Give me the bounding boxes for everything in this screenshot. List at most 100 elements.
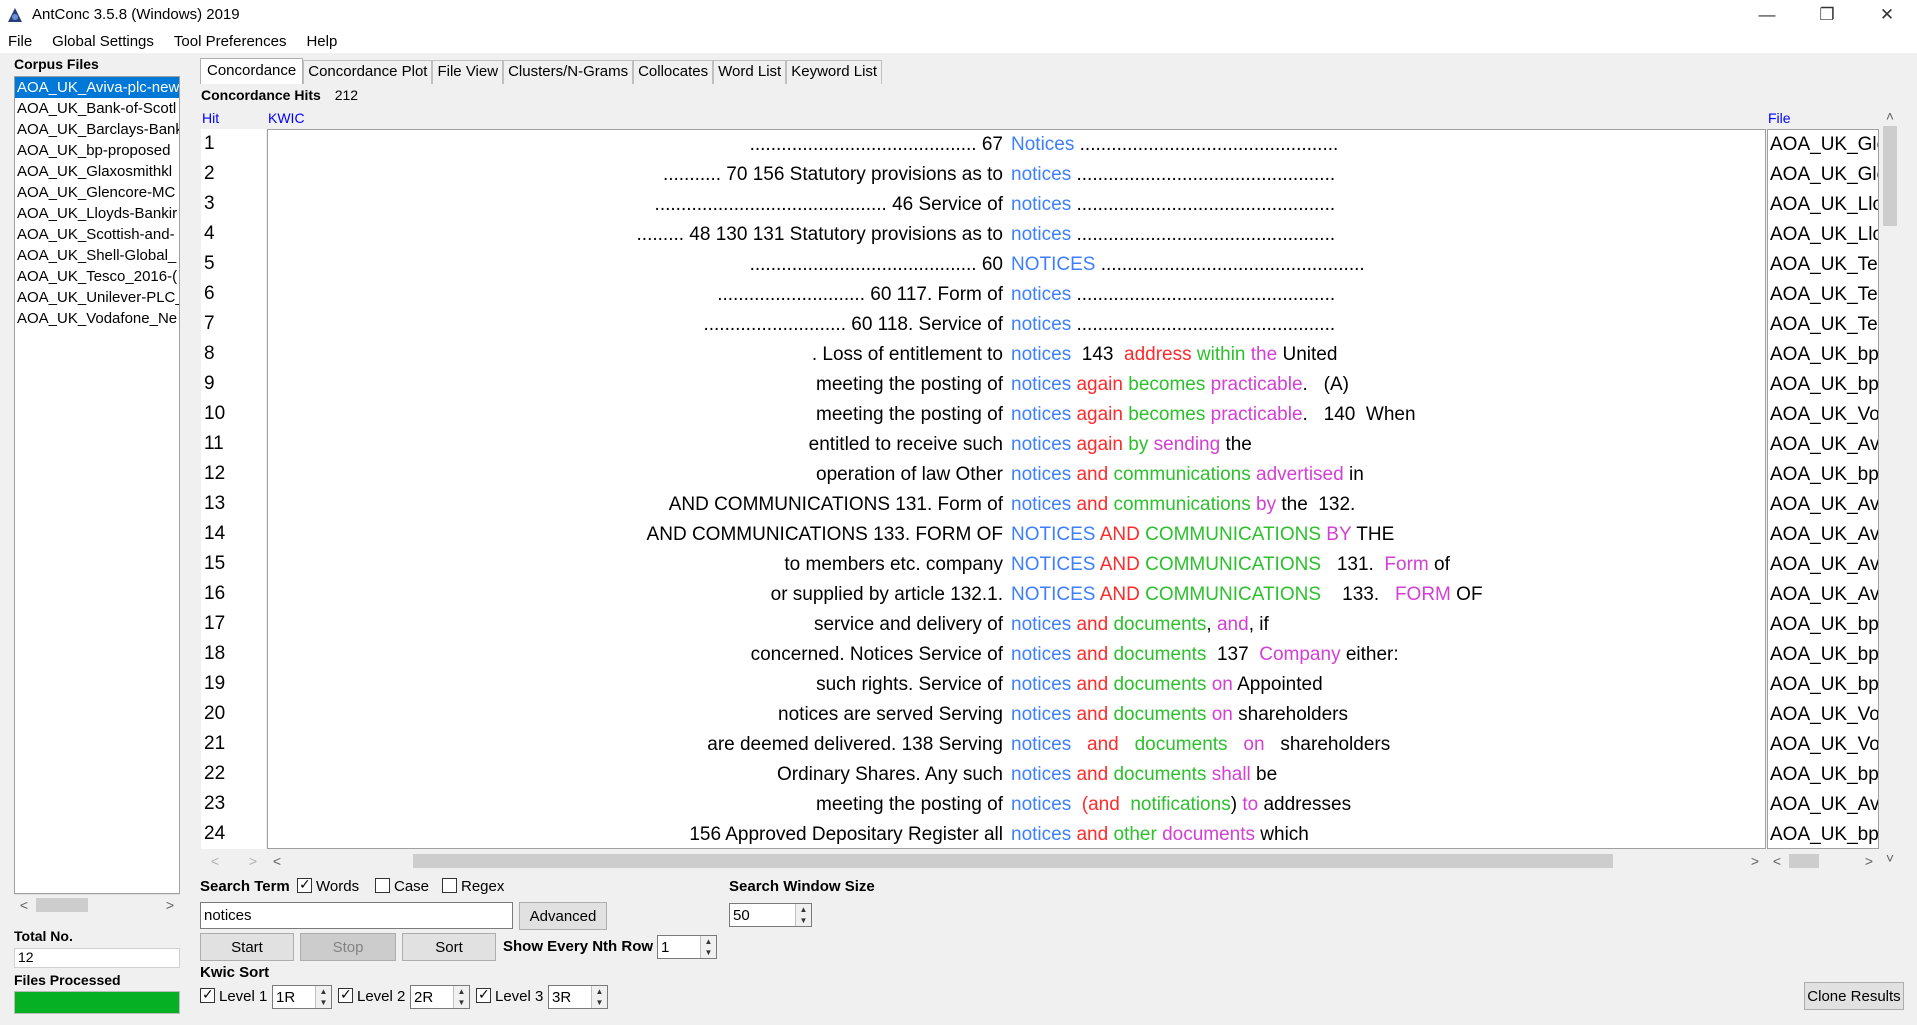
file-name-cell[interactable]: AOA_UK_bp- <box>1770 644 1879 665</box>
menu-tool-preferences[interactable]: Tool Preferences <box>173 32 287 50</box>
kwic-row[interactable]: ............................ 60 117. For… <box>268 280 1765 310</box>
corpus-file-item[interactable]: AOA_UK_Unilever-PLC_ <box>17 289 179 306</box>
file-name-cell[interactable]: AOA_UK_Vo <box>1770 704 1879 725</box>
kwic-keyword[interactable]: notices <box>1011 404 1072 425</box>
kwic-keyword[interactable]: notices <box>1011 614 1072 635</box>
words-checkbox[interactable]: Words <box>297 876 359 895</box>
scrollbar-thumb[interactable] <box>1789 854 1819 868</box>
file-name-cell[interactable]: AOA_UK_Vo <box>1770 734 1879 755</box>
corpus-file-item[interactable]: AOA_UK_Bank-of-Scotl <box>17 100 177 117</box>
kwic-keyword[interactable]: notices <box>1011 224 1072 245</box>
close-button[interactable]: ✕ <box>1879 4 1895 24</box>
spinner-icon[interactable]: ▲▼ <box>700 936 716 958</box>
spinner-icon[interactable]: ▲▼ <box>795 904 811 926</box>
file-name-cell[interactable]: AOA_UK_Avi <box>1770 434 1879 455</box>
file-name-cell[interactable]: AOA_UK_bp- <box>1770 344 1879 365</box>
kwic-row[interactable]: ........................................… <box>268 130 1765 160</box>
kwic-keyword[interactable]: notices <box>1011 434 1072 455</box>
scrollbar-thumb[interactable] <box>1883 126 1897 226</box>
corpus-file-item[interactable]: AOA_UK_Aviva-plc-new <box>15 77 179 98</box>
file-name-cell[interactable]: AOA_UK_Tes <box>1770 314 1879 335</box>
maximize-button[interactable]: ❐ <box>1819 4 1835 24</box>
kwic-keyword[interactable]: NOTICES <box>1011 524 1096 545</box>
sort-button[interactable]: Sort <box>402 933 496 961</box>
kwic-keyword[interactable]: notices <box>1011 464 1072 485</box>
scroll-left-icon[interactable]: < <box>1772 853 1782 869</box>
scroll-right-icon[interactable]: > <box>1750 853 1760 869</box>
corpus-list-hscrollbar[interactable]: < > <box>14 894 180 914</box>
col-header-file[interactable]: File <box>1768 110 1791 126</box>
corpus-file-item[interactable]: AOA_UK_Glencore-MC <box>17 184 176 201</box>
kwic-keyword[interactable]: NOTICES <box>1011 254 1096 275</box>
file-name-cell[interactable]: AOA_UK_Avi <box>1770 584 1879 605</box>
file-name-cell[interactable]: AOA_UK_Llo <box>1770 224 1879 245</box>
file-name-cell[interactable]: AOA_UK_bp- <box>1770 614 1879 635</box>
kwic-sort-level-1[interactable]: Level 1 <box>200 986 267 1005</box>
level-3-checkbox[interactable] <box>476 986 491 1003</box>
scroll-left-icon[interactable]: < <box>272 853 282 869</box>
kwic-keyword[interactable]: notices <box>1011 344 1072 365</box>
kwic-keyword[interactable]: notices <box>1011 314 1072 335</box>
kwic-keyword[interactable]: notices <box>1011 764 1072 785</box>
kwic-row[interactable]: meeting the posting of notices (and noti… <box>268 790 1765 820</box>
case-checkbox[interactable]: Case <box>375 878 429 895</box>
kwic-column[interactable]: ........................................… <box>267 129 1766 849</box>
kwic-keyword[interactable]: Notices <box>1011 134 1075 155</box>
level-1-checkbox[interactable] <box>200 986 215 1003</box>
case-checkbox-box[interactable] <box>375 878 390 893</box>
kwic-keyword[interactable]: notices <box>1011 194 1072 215</box>
tab-concordance-plot[interactable]: Concordance Plot <box>303 60 433 84</box>
kwic-row[interactable]: Ordinary Shares. Any such notices and do… <box>268 760 1765 790</box>
file-name-cell[interactable]: AOA_UK_Tes <box>1770 254 1879 275</box>
kwic-sort-level-2[interactable]: Level 2 <box>338 986 405 1005</box>
kwic-row[interactable]: ........................................… <box>268 250 1765 280</box>
regex-checkbox[interactable]: Regex <box>442 878 504 895</box>
file-name-cell[interactable]: AOA_UK_Gle <box>1770 164 1879 185</box>
scroll-right-icon[interactable]: > <box>248 853 258 869</box>
kwic-row[interactable]: ......... 48 130 131 Statutory provision… <box>268 220 1765 250</box>
words-checkbox-box[interactable] <box>297 876 312 893</box>
tab-concordance[interactable]: Concordance <box>200 58 304 84</box>
scroll-right-icon[interactable]: > <box>165 897 175 913</box>
tab-keyword-list[interactable]: Keyword List <box>786 60 883 84</box>
menu-global-settings[interactable]: Global Settings <box>52 32 154 50</box>
menu-file[interactable]: File <box>8 32 33 50</box>
file-name-cell[interactable]: AOA_UK_bp- <box>1770 824 1879 845</box>
kwic-keyword[interactable]: notices <box>1011 164 1072 185</box>
spinner-icon[interactable]: ▲▼ <box>453 986 469 1008</box>
corpus-file-item[interactable]: AOA_UK_Tesco_2016-( <box>17 268 178 285</box>
kwic-keyword[interactable]: NOTICES <box>1011 584 1096 605</box>
file-name-cell[interactable]: AOA_UK_Tes <box>1770 284 1879 305</box>
stop-button[interactable]: Stop <box>300 933 396 961</box>
kwic-keyword[interactable]: notices <box>1011 284 1072 305</box>
file-name-cell[interactable]: AOA_UK_Avi <box>1770 794 1879 815</box>
kwic-keyword[interactable]: notices <box>1011 794 1072 815</box>
kwic-row[interactable]: ........... 70 156 Statutory provisions … <box>268 160 1765 190</box>
corpus-file-item[interactable]: AOA_UK_Scottish-and- <box>17 226 175 243</box>
kwic-keyword[interactable]: notices <box>1011 824 1072 845</box>
tab-word-list[interactable]: Word List <box>713 60 787 84</box>
file-name-cell[interactable]: AOA_UK_Avi <box>1770 494 1879 515</box>
advanced-button[interactable]: Advanced <box>519 902 607 930</box>
kwic-row[interactable]: ........................... 60 118. Serv… <box>268 310 1765 340</box>
corpus-file-item[interactable]: AOA_UK_Glaxosmithkl <box>17 163 173 180</box>
search-window-size-field[interactable]: 50 ▲▼ <box>729 903 812 927</box>
file-hscrollbar[interactable]: < > <box>1767 851 1879 871</box>
kwic-keyword[interactable]: notices <box>1011 734 1072 755</box>
clone-results-button[interactable]: Clone Results <box>1804 982 1904 1010</box>
menu-help[interactable]: Help <box>306 32 338 50</box>
file-name-cell[interactable]: AOA_UK_bp- <box>1770 764 1879 785</box>
file-name-cell[interactable]: AOA_UK_bp- <box>1770 374 1879 395</box>
kwic-keyword[interactable]: NOTICES <box>1011 554 1096 575</box>
results-vscrollbar[interactable]: ˄ ˅ <box>1880 106 1900 868</box>
